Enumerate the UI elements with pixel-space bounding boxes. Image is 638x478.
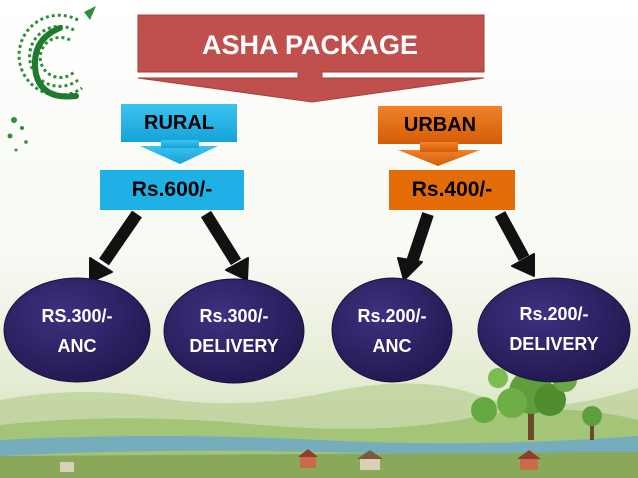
rural-amount: Rs.600/- [131,178,213,201]
urban-label: URBAN [403,113,477,136]
urban-callout [378,106,502,166]
arrow-rural-delivery [200,210,249,281]
rural-delivery-ellipse [163,278,305,384]
urban-anc-label: ANC [372,336,412,356]
arrow-urban-anc [397,212,434,281]
arrow-rural-anc [89,210,142,283]
rural-callout [121,104,237,164]
rural-anc-node: RS.300/- ANC [4,300,150,362]
urban-amount: Rs.400/- [411,178,493,201]
rural-delivery-label: DELIVERY [189,336,279,356]
rural-anc-amount: RS.300/- [41,306,113,326]
arrow-urban-delivery [494,211,535,277]
rural-delivery-node: Rs.300/- DELIVERY [164,300,304,362]
rural-anc-label: ANC [57,336,97,356]
urban-delivery-label: DELIVERY [509,334,599,354]
rural-delivery-amount: Rs.300/- [199,306,269,326]
logo [7,6,96,152]
landscape-decoration [0,368,638,478]
connector-arrows [89,210,535,283]
urban-delivery-ellipse [477,277,631,383]
urban-amount-box [389,170,515,210]
urban-anc-amount: Rs.200/- [357,306,427,326]
urban-anc-node: Rs.200/- ANC [332,300,452,362]
urban-delivery-amount: Rs.200/- [519,304,589,324]
rural-amount-box [100,170,244,210]
diagram-title: ASHA PACKAGE [201,29,418,60]
title-banner-arrow [137,14,485,103]
rural-label: RURAL [144,111,214,134]
urban-delivery-node: Rs.200/- DELIVERY [478,298,630,360]
rural-anc-ellipse [3,277,151,383]
urban-anc-ellipse [331,277,453,383]
tree-decoration [471,368,602,440]
